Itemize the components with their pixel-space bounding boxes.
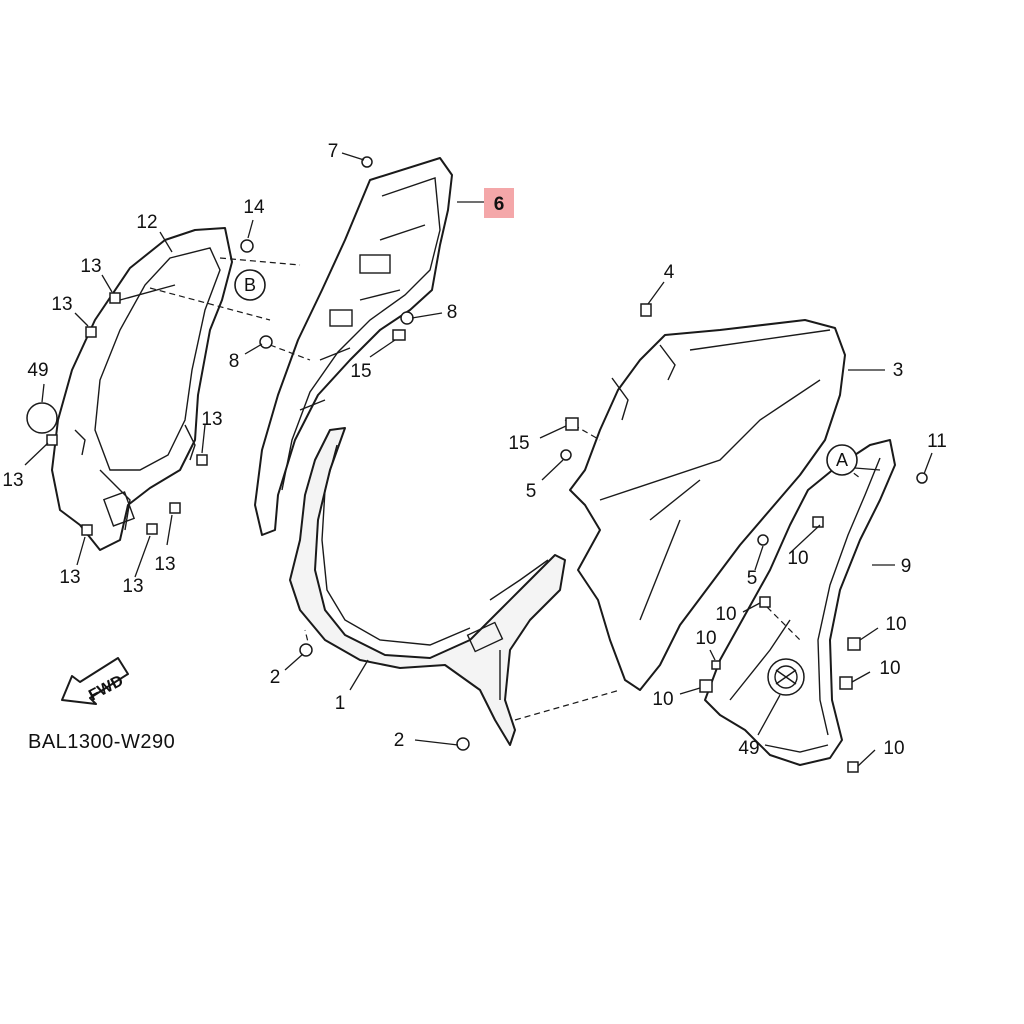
diagram-code: BAL1300-W290 — [28, 731, 175, 753]
label-part-10-d[interactable]: 10 — [652, 689, 673, 710]
label-part-13-d[interactable]: 13 — [201, 409, 222, 430]
callout-a-text: A — [836, 450, 848, 470]
inner-panel-part-6[interactable] — [254, 157, 453, 536]
label-part-12[interactable]: 12 — [136, 212, 157, 233]
label-part-13-c[interactable]: 13 — [2, 470, 23, 491]
screw-part-7 — [361, 156, 373, 168]
screw-part-11 — [916, 472, 928, 484]
screw-part-2-a — [299, 643, 313, 657]
clip-part-10-b — [759, 596, 771, 608]
callout-b: B — [234, 269, 266, 301]
label-part-15-b[interactable]: 15 — [508, 433, 529, 454]
label-part-8-b[interactable]: 8 — [229, 351, 240, 372]
screw-part-8-a — [400, 311, 414, 325]
clip-part-13-d — [196, 454, 208, 466]
callout-a: A — [826, 444, 858, 476]
label-part-5-b[interactable]: 5 — [747, 568, 758, 589]
label-part-3[interactable]: 3 — [893, 360, 904, 381]
label-part-10-a[interactable]: 10 — [787, 548, 808, 569]
clip-part-4 — [640, 303, 652, 317]
clip-part-13-g — [146, 523, 158, 535]
label-part-10-b[interactable]: 10 — [715, 604, 736, 625]
label-part-10-f[interactable]: 10 — [879, 658, 900, 679]
highlight-box-part-6 — [484, 188, 514, 218]
fwd-arrow: FWD — [61, 657, 129, 705]
clip-part-10-a — [812, 516, 824, 528]
label-part-10-g[interactable]: 10 — [883, 738, 904, 759]
label-part-10-e[interactable]: 10 — [885, 614, 906, 635]
screw-part-5-b — [757, 534, 769, 546]
clip-part-15-a — [392, 329, 406, 341]
screw-part-5-a — [560, 449, 572, 461]
clip-part-10-f — [839, 676, 853, 690]
emblem-part-49-a — [26, 402, 58, 434]
label-part-13-e[interactable]: 13 — [154, 554, 175, 575]
fasteners — [26, 156, 928, 773]
label-part-13-a[interactable]: 13 — [80, 256, 101, 277]
label-part-10-c[interactable]: 10 — [695, 628, 716, 649]
clip-part-10-c — [711, 660, 721, 670]
callout-b-text: B — [244, 275, 256, 295]
part-number-labels: 7 12 14 13 13 49 13 13 13 13 13 6 8 8 15… — [2, 141, 946, 759]
label-part-8-a[interactable]: 8 — [447, 302, 458, 323]
clip-part-13-e — [169, 502, 181, 514]
side-panel-part-9[interactable] — [704, 439, 896, 766]
label-part-6[interactable]: 6 — [494, 194, 505, 215]
front-cover-part-3[interactable] — [569, 319, 846, 691]
label-part-5-a[interactable]: 5 — [526, 481, 537, 502]
label-part-2-b[interactable]: 2 — [394, 730, 405, 751]
clip-part-13-a — [109, 292, 121, 304]
clip-part-13-b — [85, 326, 97, 338]
clip-part-15-b — [565, 417, 579, 431]
assembly-guide-lines — [149, 257, 861, 721]
label-part-13-f[interactable]: 13 — [59, 567, 80, 588]
label-part-7[interactable]: 7 — [328, 141, 339, 162]
clip-part-10-g — [847, 761, 859, 773]
label-part-13-g[interactable]: 13 — [122, 576, 143, 597]
screw-part-8-b — [259, 335, 273, 349]
label-part-9[interactable]: 9 — [901, 556, 912, 577]
clip-part-14 — [240, 239, 254, 253]
leg-shield-part-1[interactable] — [289, 427, 566, 746]
leader-lines — [24, 152, 933, 767]
clip-part-13-c — [46, 434, 58, 446]
clip-part-10-d — [699, 679, 713, 693]
clip-part-10-e — [847, 637, 861, 651]
label-part-14[interactable]: 14 — [243, 197, 265, 218]
label-part-49-b[interactable]: 49 — [738, 738, 759, 759]
label-part-15-a[interactable]: 15 — [350, 361, 371, 382]
label-part-49-a[interactable]: 49 — [27, 360, 48, 381]
screw-part-2-b — [456, 737, 470, 751]
left-side-cover-part-12[interactable] — [51, 227, 233, 551]
label-part-2-a[interactable]: 2 — [270, 667, 281, 688]
label-part-13-b[interactable]: 13 — [51, 294, 72, 315]
label-part-1[interactable]: 1 — [335, 693, 346, 714]
label-part-4[interactable]: 4 — [664, 262, 675, 283]
clip-part-13-f — [81, 524, 93, 536]
label-part-11[interactable]: 11 — [927, 431, 947, 452]
